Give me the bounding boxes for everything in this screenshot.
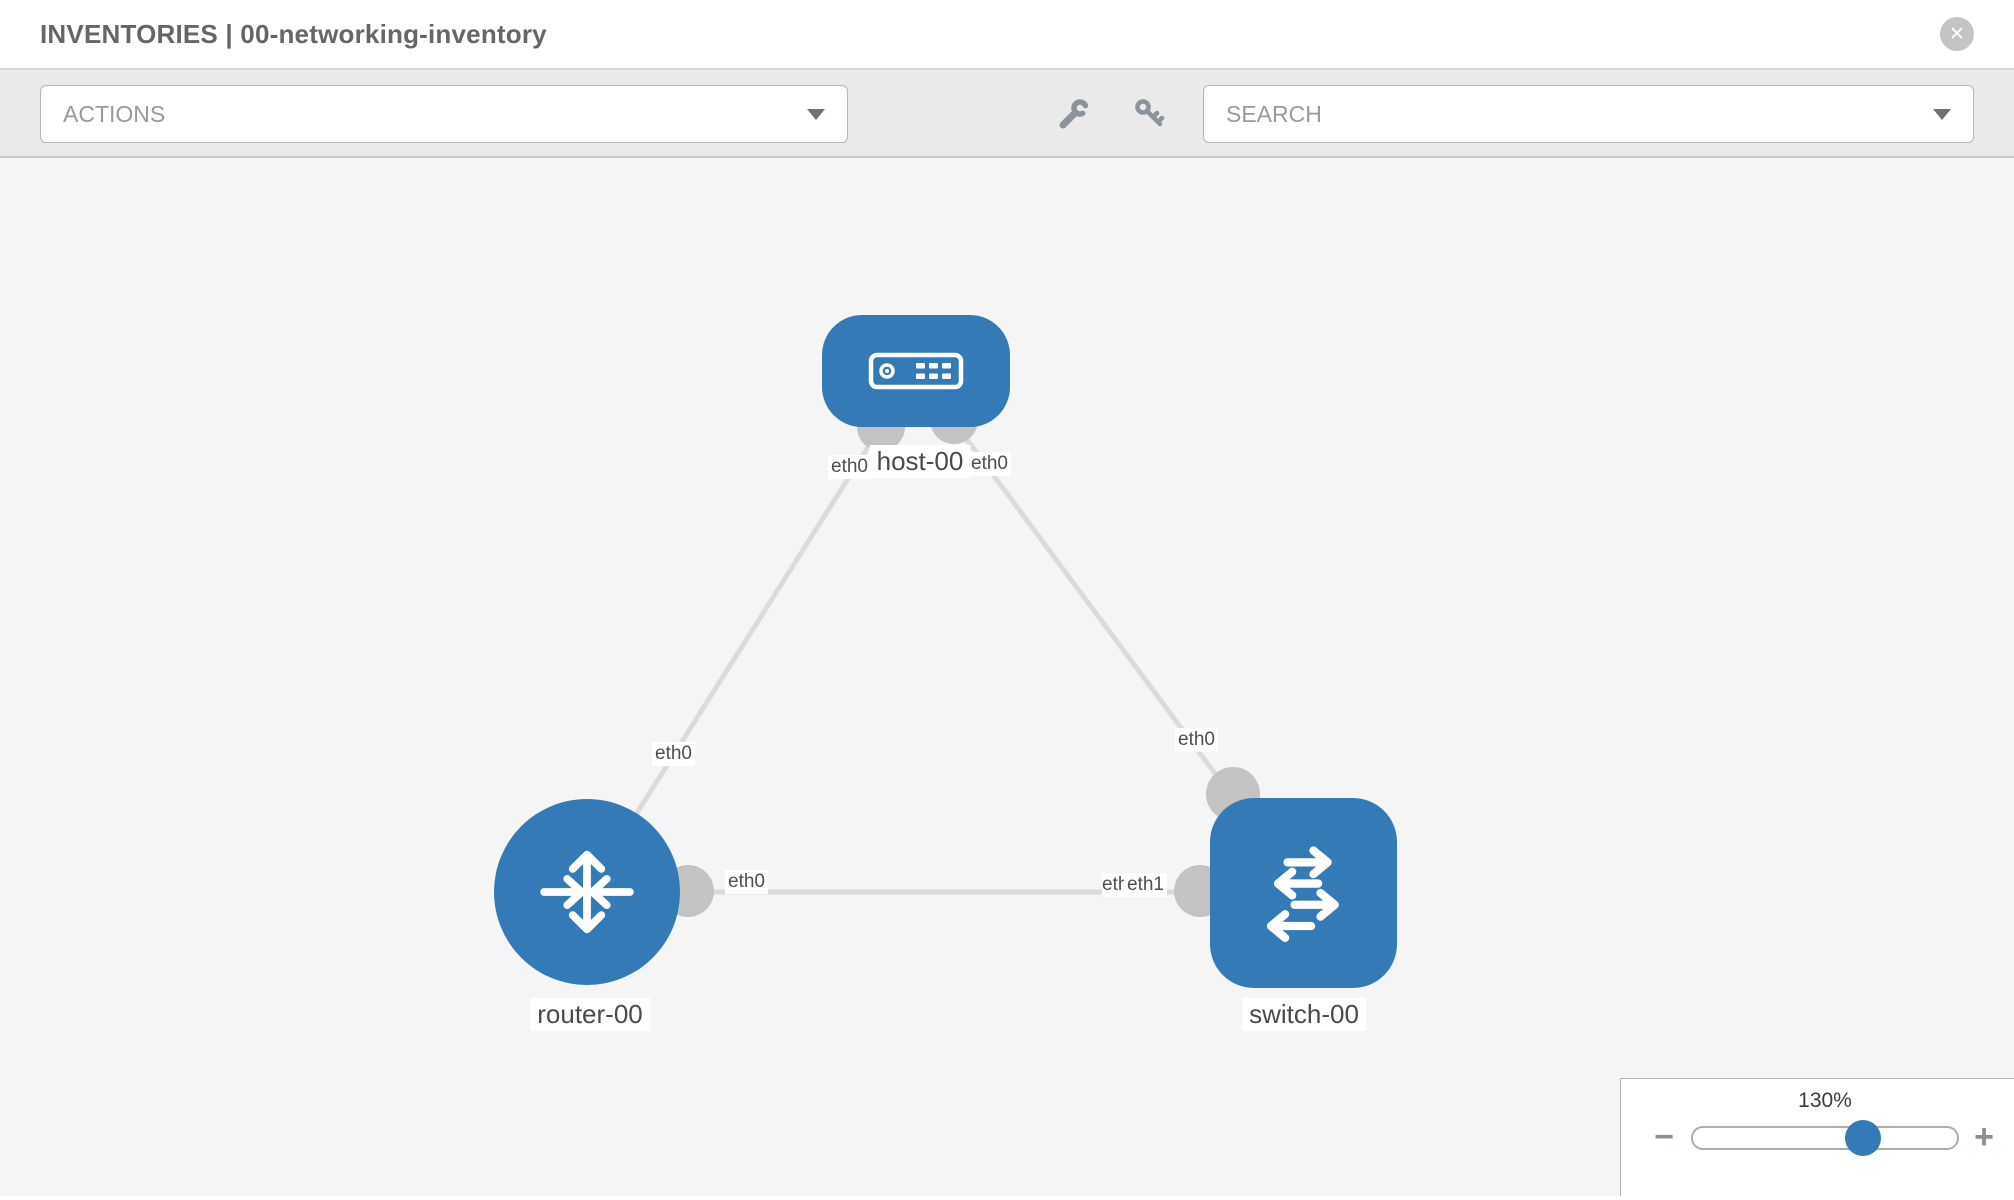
zoom-slider[interactable] <box>1691 1120 1959 1156</box>
interface-label-host-eth0-left: eth0 <box>828 455 871 479</box>
plus-icon: + <box>1974 1118 1994 1156</box>
chevron-down-icon <box>807 108 825 120</box>
zoom-in-button[interactable]: + <box>1964 1109 2004 1165</box>
zoom-level-value: 130% <box>1798 1089 1852 1112</box>
topology-links-layer <box>584 369 1306 917</box>
toolbar: ACTIONS SEARCH <box>0 70 2014 158</box>
node-router-00[interactable] <box>494 799 680 985</box>
actions-dropdown-label: ACTIONS <box>63 100 166 127</box>
interface-label-router-eth0-lan: eth0 <box>725 870 768 894</box>
close-icon: ✕ <box>1949 23 1965 45</box>
key-icon <box>1135 99 1165 127</box>
zoom-panel: 130% − + <box>1620 1078 2014 1196</box>
switch-icon <box>1266 846 1339 942</box>
interface-label-host-eth0-right: eth0 <box>968 452 1011 476</box>
wrench-icon <box>1059 99 1089 129</box>
breadcrumb-header: INVENTORIES | 00-networking-inventory ✕ <box>0 0 2014 70</box>
configure-button[interactable] <box>1052 92 1096 136</box>
node-host-00[interactable] <box>822 315 1010 427</box>
interface-label-router-eth0-uplink: eth0 <box>652 742 695 766</box>
chevron-down-icon <box>1933 108 1951 120</box>
minus-icon: − <box>1654 1118 1674 1156</box>
interface-label-switch-eth0-uplink: eth0 <box>1175 728 1218 752</box>
interface-label-switch-eth1: eth1 <box>1124 873 1167 897</box>
close-button[interactable]: ✕ <box>1940 17 1974 51</box>
topology-canvas[interactable]: host-00 router-00 switch-00 eth0 eth0 et… <box>0 158 2014 1196</box>
search-dropdown-label: SEARCH <box>1226 100 1322 127</box>
router-icon <box>540 850 634 934</box>
node-switch-00[interactable] <box>1210 798 1397 988</box>
search-dropdown[interactable]: SEARCH <box>1203 85 1974 143</box>
server-icon <box>868 352 964 390</box>
actions-dropdown[interactable]: ACTIONS <box>40 85 848 143</box>
zoom-out-button[interactable]: − <box>1644 1109 1684 1165</box>
node-label-router: router-00 <box>530 998 650 1031</box>
interface-label-overlapped-eth0: eth0 <box>1102 874 1127 895</box>
node-label-host: host-00 <box>869 445 971 478</box>
interface-label-switch-overlap: eth0 eth1 <box>1102 873 1167 897</box>
credentials-button[interactable] <box>1128 92 1172 136</box>
node-label-switch: switch-00 <box>1242 998 1366 1031</box>
page-title: INVENTORIES | 00-networking-inventory <box>40 18 547 49</box>
zoom-slider-thumb[interactable] <box>1845 1120 1882 1156</box>
